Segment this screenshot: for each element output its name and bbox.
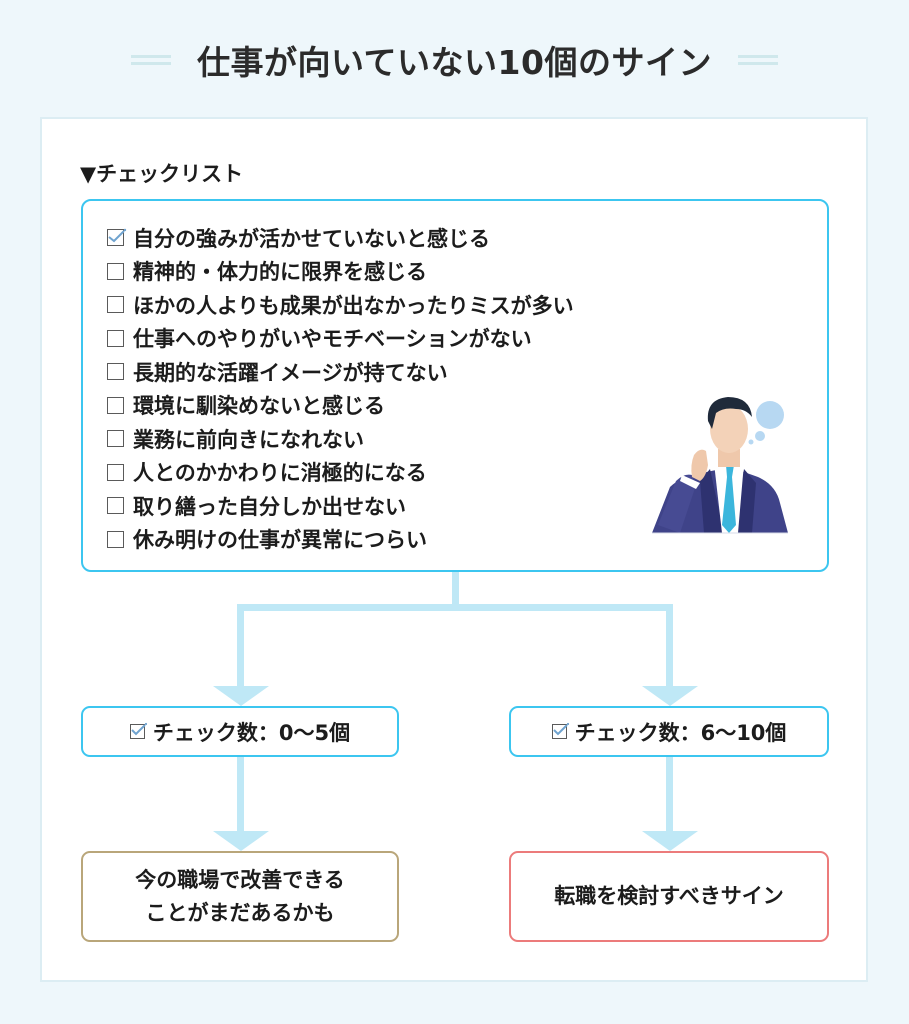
arrow-down-icon: [213, 831, 269, 851]
result-right: 転職を検討すべきサイン: [509, 851, 829, 942]
checked-box-icon: [129, 722, 147, 739]
checklist-item[interactable]: 取り繕った自分しか出せない: [107, 489, 574, 523]
checklist-item-text: 取り繕った自分しか出せない: [133, 494, 406, 519]
connector-right-down: [666, 604, 673, 686]
page-title: 仕事が向いていない10個のサイン: [197, 43, 712, 82]
arrow-down-icon: [642, 831, 698, 851]
checkbox-icon[interactable]: [107, 497, 124, 515]
checklist-item-text: 自分の強みが活かせていないと感じる: [133, 226, 490, 251]
checklist-item[interactable]: 環境に馴染めないと感じる: [107, 389, 574, 423]
checklist-item-text: 環境に馴染めないと感じる: [133, 394, 385, 419]
checklist-item-text: 業務に前向きになれない: [133, 427, 364, 452]
checkbox-icon[interactable]: [107, 463, 124, 481]
checklist-item-text: 精神的・体力的に限界を感じる: [133, 260, 427, 285]
result-left-line2: ことがまだあるかも: [145, 900, 335, 925]
checklist: 自分の強みが活かせていないと感じる 精神的・体力的に限界を感じる ほかの人よりも…: [107, 221, 574, 556]
checklist-item-text: 人とのかかわりに消極的になる: [133, 461, 427, 486]
checklist-item[interactable]: 業務に前向きになれない: [107, 422, 574, 456]
checklist-item-text: ほかの人よりも成果が出なかったりミスが多い: [133, 293, 574, 318]
branch-right-count: チェック数：6〜10個: [509, 706, 829, 757]
checklist-item[interactable]: 仕事へのやりがいやモチベーションがない: [107, 322, 574, 356]
branch-left-count: チェック数：0〜5個: [81, 706, 399, 757]
checkbox-icon[interactable]: [107, 363, 124, 381]
checklist-item-text: 長期的な活躍イメージが持てない: [133, 360, 448, 385]
checklist-heading: ▼チェックリスト: [80, 162, 244, 186]
checked-box-icon[interactable]: [107, 229, 127, 247]
checkbox-icon[interactable]: [107, 329, 124, 347]
arrow-down-icon: [642, 686, 698, 706]
branch-left-count-label: チェック数：0〜5個: [152, 720, 351, 745]
connector-right-lower: [666, 757, 673, 833]
branch-right-count-label: チェック数：6〜10個: [574, 720, 787, 745]
checkbox-icon[interactable]: [107, 296, 124, 314]
connector-left-down: [237, 604, 244, 686]
checklist-item-text: 休み明けの仕事が異常につらい: [133, 528, 427, 553]
checkbox-icon[interactable]: [107, 530, 124, 548]
title-decoration-left: [131, 54, 172, 66]
checklist-item[interactable]: 休み明けの仕事が異常につらい: [107, 523, 574, 557]
title-decoration-right: [737, 54, 778, 66]
connector-stem: [452, 572, 459, 610]
checklist-item[interactable]: ほかの人よりも成果が出なかったりミスが多い: [107, 288, 574, 322]
checklist-box: 自分の強みが活かせていないと感じる 精神的・体力的に限界を感じる ほかの人よりも…: [81, 199, 829, 572]
checkbox-icon[interactable]: [107, 430, 124, 448]
arrow-down-icon: [213, 686, 269, 706]
checklist-item[interactable]: 人とのかかわりに消極的になる: [107, 456, 574, 490]
checked-box-icon: [551, 722, 569, 739]
result-left: 今の職場で改善できる ことがまだあるかも: [81, 851, 399, 942]
checklist-item-text: 仕事へのやりがいやモチベーションがない: [133, 327, 532, 352]
checkbox-icon[interactable]: [107, 396, 124, 414]
result-left-line1: 今の職場で改善できる: [135, 867, 345, 892]
connector-horizontal: [237, 604, 673, 611]
result-right-line1: 転職を検討すべきサイン: [554, 884, 784, 909]
connector-left-lower: [237, 757, 244, 833]
checklist-item[interactable]: 自分の強みが活かせていないと感じる: [107, 221, 574, 255]
checklist-item[interactable]: 長期的な活躍イメージが持てない: [107, 355, 574, 389]
page-header: 仕事が向いていない10個のサイン: [0, 30, 909, 90]
checkbox-icon[interactable]: [107, 262, 124, 280]
thinking-businessman-illustration: [652, 397, 788, 534]
checklist-item[interactable]: 精神的・体力的に限界を感じる: [107, 255, 574, 289]
